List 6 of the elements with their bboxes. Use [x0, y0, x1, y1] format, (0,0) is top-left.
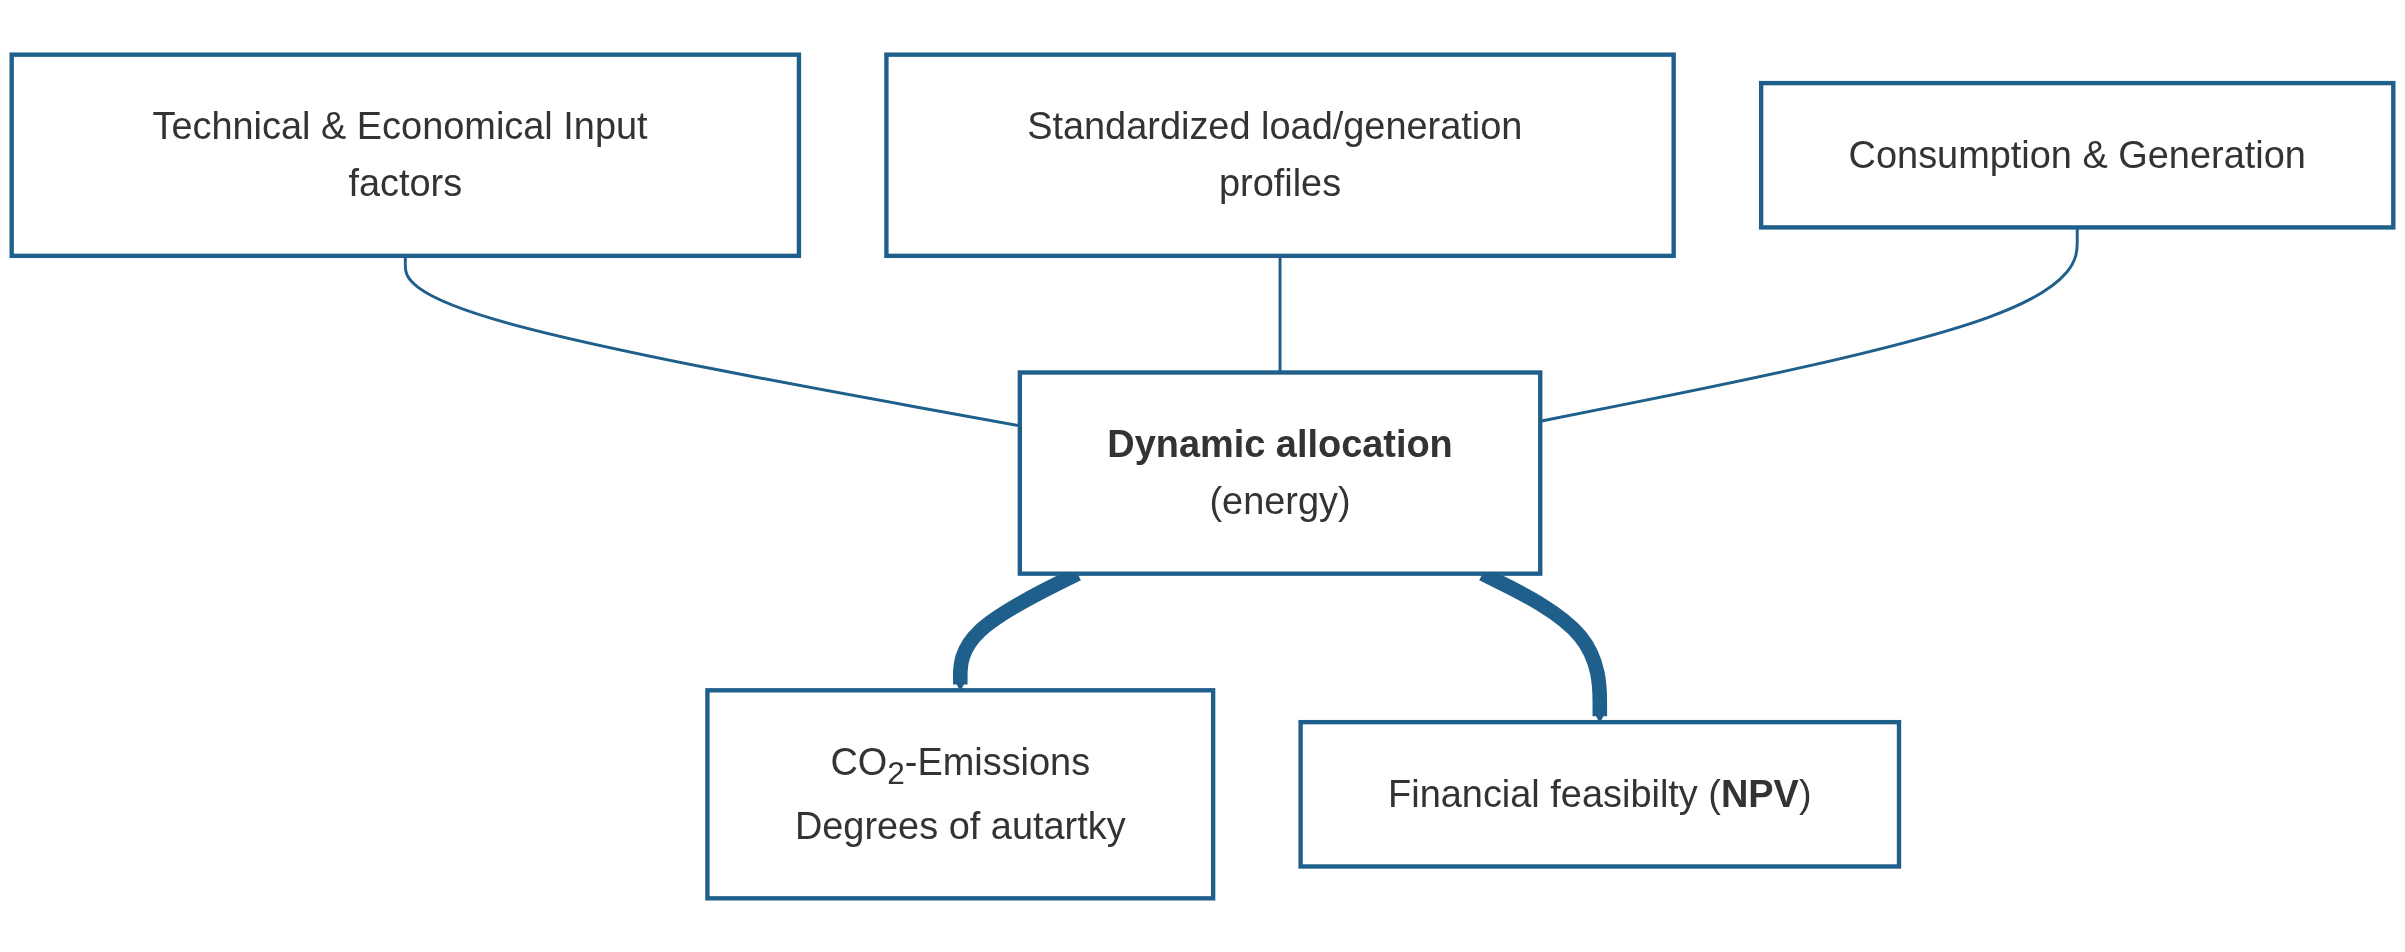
- node-box: Consumption & Generation: [1758, 80, 2396, 230]
- node-box: Standardized load/generation profiles: [884, 51, 1676, 258]
- node-box: Financial feasibilty (NPV): [1298, 719, 1902, 869]
- node-box: Dynamic allocation (energy): [1017, 369, 1543, 576]
- node-box: CO$_{2}$-Emissions Degrees of autartky: [705, 687, 1216, 900]
- node-box: Technical & Economical Input factors: [9, 51, 802, 258]
